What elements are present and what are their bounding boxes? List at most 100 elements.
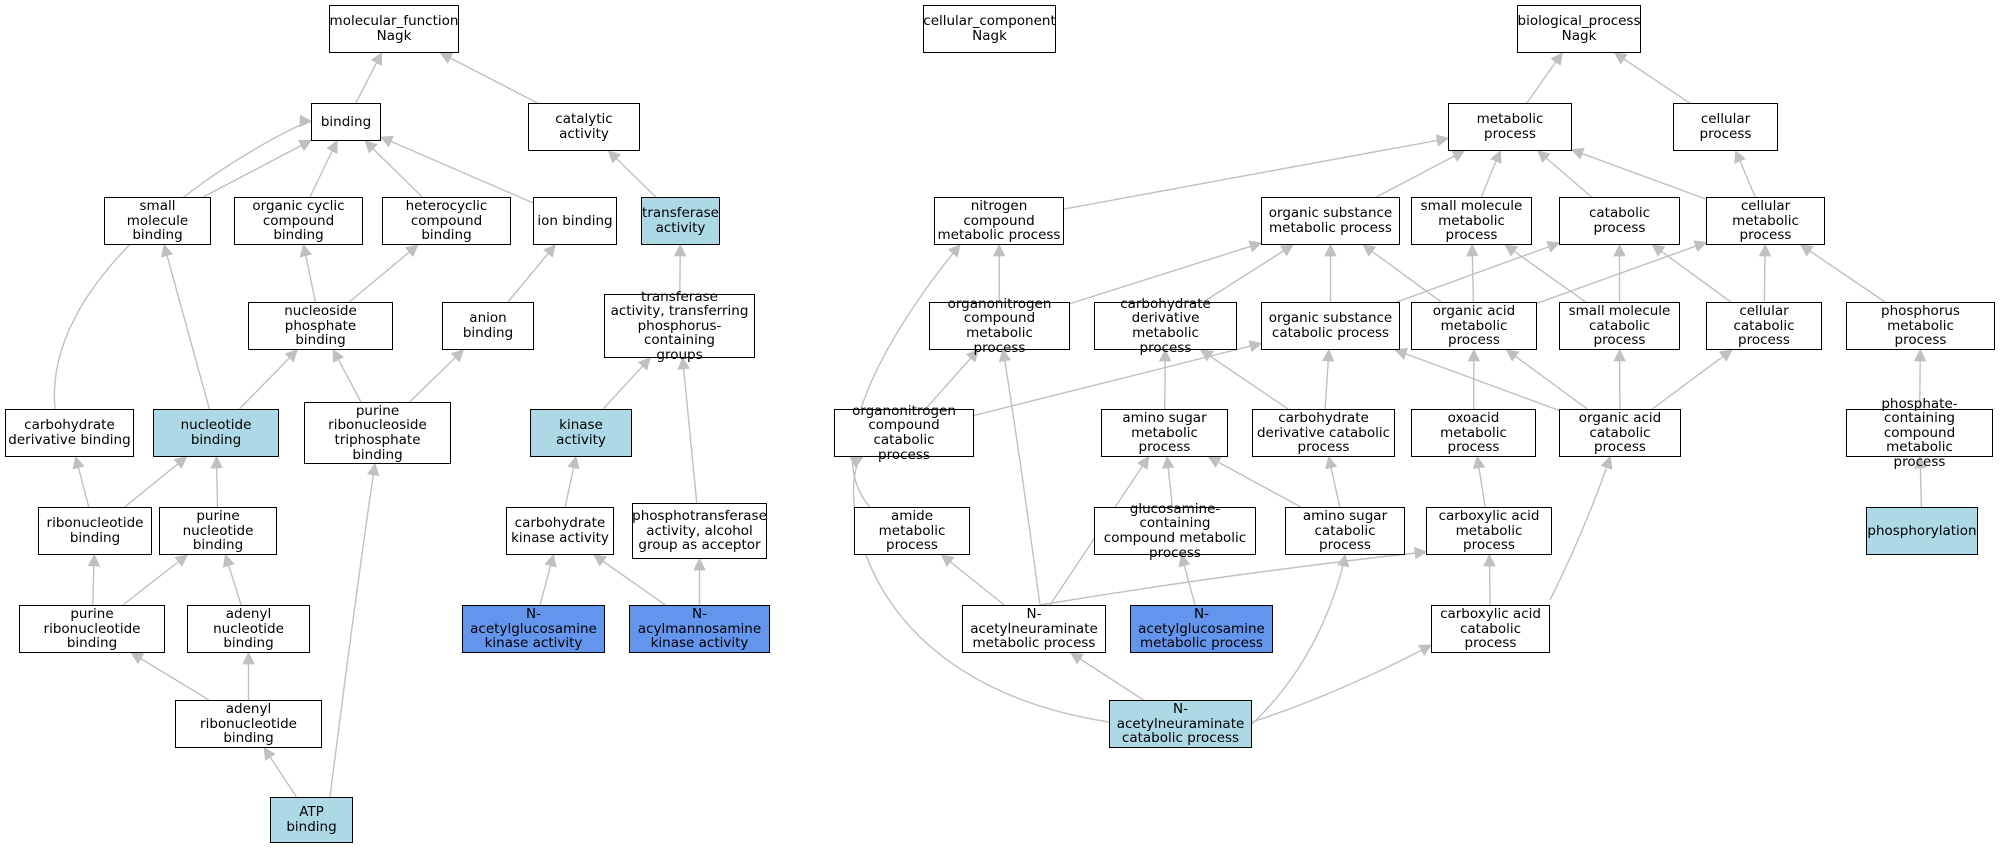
edge-binding-to-mf bbox=[355, 51, 383, 104]
go-term-node-npb: nucleoside phosphate binding bbox=[248, 302, 393, 350]
go-term-node-oxmp: oxoacid metabolic process bbox=[1411, 409, 1536, 457]
edge-phosph-to-pccmp bbox=[1914, 455, 1927, 508]
edge-smcp-to-smmp bbox=[1504, 244, 1587, 303]
edge-oacp-to-ccp bbox=[1651, 349, 1733, 410]
edge-phmp-to-cmp bbox=[1799, 244, 1886, 303]
go-term-node-nucb: nucleotide binding bbox=[153, 409, 279, 457]
edge-cdcp-to-cdmp bbox=[1199, 349, 1289, 410]
go-term-node-ocb: organic cyclic compound binding bbox=[234, 197, 363, 245]
edge-hcb-to-binding bbox=[364, 140, 423, 198]
go-term-node-smcp: small molecule catabolic process bbox=[1559, 302, 1680, 350]
edge-prntb-to-npb bbox=[332, 348, 362, 403]
go-term-node-oacp: organic acid catabolic process bbox=[1559, 409, 1681, 457]
edge-cdb-to-binding bbox=[53, 114, 313, 410]
edge-cka-to-kinase bbox=[564, 455, 580, 508]
edge-cacp-to-camp bbox=[1483, 553, 1496, 606]
go-term-node-cc: cellular_component Nagk bbox=[923, 5, 1056, 53]
edge-oncmp-to-osmp bbox=[1069, 240, 1263, 305]
go-term-node-nagmp: N-acetylglucosamine metabolic process bbox=[1130, 605, 1273, 653]
go-term-node-nanmp: N-acetylneuraminate metabolic process bbox=[962, 605, 1106, 653]
edge-cdmp-to-osmp bbox=[1202, 244, 1294, 303]
go-term-node-smmp: small molecule metabolic process bbox=[1411, 197, 1532, 245]
edge-nancp-to-cacp bbox=[1251, 644, 1433, 723]
go-term-node-catalytic: catalytic activity bbox=[528, 103, 640, 151]
edge-prnb-to-ribob bbox=[87, 553, 101, 606]
edge-nanmp-to-oncmp bbox=[998, 348, 1041, 606]
edge-nucb-to-npb bbox=[238, 349, 298, 410]
edge-namka-to-cka bbox=[593, 554, 666, 606]
go-term-node-cellp: cellular process bbox=[1673, 103, 1778, 151]
go-term-node-tatpg: transferase activity, transferring phosp… bbox=[604, 289, 755, 362]
edge-atpb-to-arnb bbox=[263, 746, 297, 798]
go-term-node-transferase: transferase activity bbox=[641, 197, 720, 245]
edge-camp-to-oxmp bbox=[1472, 455, 1486, 508]
go-term-node-ptaa: phosphotransferase activity, alcohol gro… bbox=[632, 503, 767, 559]
edge-metab-to-bp bbox=[1526, 51, 1563, 104]
go-term-node-binding: binding bbox=[311, 103, 381, 141]
go-term-node-smb: small molecule binding bbox=[104, 197, 211, 245]
go-term-node-cdmp: carbohydrate derivative metabolic proces… bbox=[1094, 297, 1237, 355]
go-term-node-gccmp: glucosamine-containing compound metaboli… bbox=[1094, 502, 1256, 560]
go-term-node-cmp: cellular metabolic process bbox=[1706, 197, 1825, 245]
go-term-node-camp: carboxylic acid metabolic process bbox=[1426, 507, 1552, 555]
edge-oacp-to-oamp bbox=[1505, 349, 1588, 410]
go-term-node-oamp: organic acid metabolic process bbox=[1411, 302, 1537, 350]
go-term-node-phosph: phosphorylation bbox=[1866, 507, 1978, 555]
go-term-node-prnb: purine ribonucleotide binding bbox=[19, 605, 165, 653]
edge-onccp-to-oncmp bbox=[924, 349, 979, 410]
edge-nanmp-to-camp bbox=[1039, 546, 1428, 606]
go-term-node-namka: N-acylmannosamine kinase activity bbox=[629, 605, 770, 653]
edge-cdcp-to-oscp bbox=[1321, 348, 1335, 410]
edge-oscp-to-catab bbox=[1396, 240, 1561, 303]
edge-ascp-to-asmp bbox=[1207, 456, 1302, 508]
go-term-node-ascp: amino sugar catabolic process bbox=[1285, 507, 1405, 555]
edge-ccp-to-catab bbox=[1651, 244, 1732, 303]
go-term-node-cacp: carboxylic acid catabolic process bbox=[1431, 605, 1550, 653]
edge-cacp-to-oacp bbox=[1549, 455, 1613, 601]
go-term-node-onccp: organonitrogen compound catabolic proces… bbox=[834, 404, 974, 462]
edge-atpb-to-prntb bbox=[329, 462, 380, 798]
edge-ascp-to-cdcp bbox=[1325, 455, 1341, 508]
go-term-node-prntb: purine ribonucleoside triphosphate bindi… bbox=[304, 402, 451, 464]
go-term-node-bp: biological_process Nagk bbox=[1517, 5, 1641, 53]
go-term-node-pccmp: phosphate-containing compound metabolic … bbox=[1846, 396, 1993, 469]
edge-oacp-to-oscp bbox=[1394, 348, 1560, 412]
go-term-node-atpb: ATP binding bbox=[270, 797, 353, 843]
edge-nanmp-to-amidemp bbox=[940, 554, 1005, 606]
edge-ribob-to-nucb bbox=[124, 456, 188, 508]
edge-oamp-to-osmp bbox=[1362, 244, 1442, 303]
edge-osmp-to-metab bbox=[1376, 150, 1466, 198]
go-term-node-phmp: phosphorus metabolic process bbox=[1846, 302, 1995, 350]
edge-ncmp-to-metab bbox=[1063, 134, 1450, 210]
go-term-node-ionb: ion binding bbox=[533, 197, 617, 245]
go-term-node-ncmp: nitrogen compound metabolic process bbox=[934, 197, 1064, 245]
go-term-node-catab: catabolic process bbox=[1559, 197, 1680, 245]
go-term-node-metab: metabolic process bbox=[1448, 103, 1572, 151]
go-term-node-nagka: N-acetylglucosamine kinase activity bbox=[462, 605, 605, 653]
edge-ocb-to-binding bbox=[309, 139, 338, 198]
go-term-node-ccp: cellular catabolic process bbox=[1706, 302, 1822, 350]
go-term-node-anionb: anion binding bbox=[442, 302, 534, 350]
go-term-node-oncmp: organonitrogen compound metabolic proces… bbox=[929, 297, 1070, 355]
go-term-node-cka: carbohydrate kinase activity bbox=[506, 507, 614, 555]
go-term-node-cdb: carbohydrate derivative binding bbox=[5, 409, 134, 457]
edge-catalytic-to-mf bbox=[439, 52, 538, 104]
edge-nagmp-to-gccmp bbox=[1178, 553, 1196, 606]
edge-oamp-to-cmp bbox=[1536, 240, 1708, 304]
edge-smb-to-binding bbox=[202, 139, 313, 198]
edge-kinase-to-tatpg bbox=[602, 357, 651, 410]
edge-catab-to-metab bbox=[1537, 150, 1592, 198]
edge-nancp-to-ascp bbox=[1251, 553, 1350, 725]
go-term-node-mf: molecular_function Nagk bbox=[329, 5, 459, 53]
edge-oamp-to-smmp bbox=[1466, 243, 1479, 303]
edge-pccmp-to-phmp bbox=[1913, 348, 1927, 410]
edge-nagka-to-cka bbox=[539, 553, 557, 606]
edge-gccmp-to-asmp bbox=[1162, 455, 1175, 508]
go-term-node-osmp: organic substance metabolic process bbox=[1261, 197, 1400, 245]
edge-nucb-to-smb bbox=[161, 243, 211, 410]
edge-ionb-to-binding bbox=[379, 135, 534, 204]
edge-amidemp-to-ncmp bbox=[851, 244, 961, 508]
edge-nancp-to-onccp bbox=[849, 456, 1110, 723]
